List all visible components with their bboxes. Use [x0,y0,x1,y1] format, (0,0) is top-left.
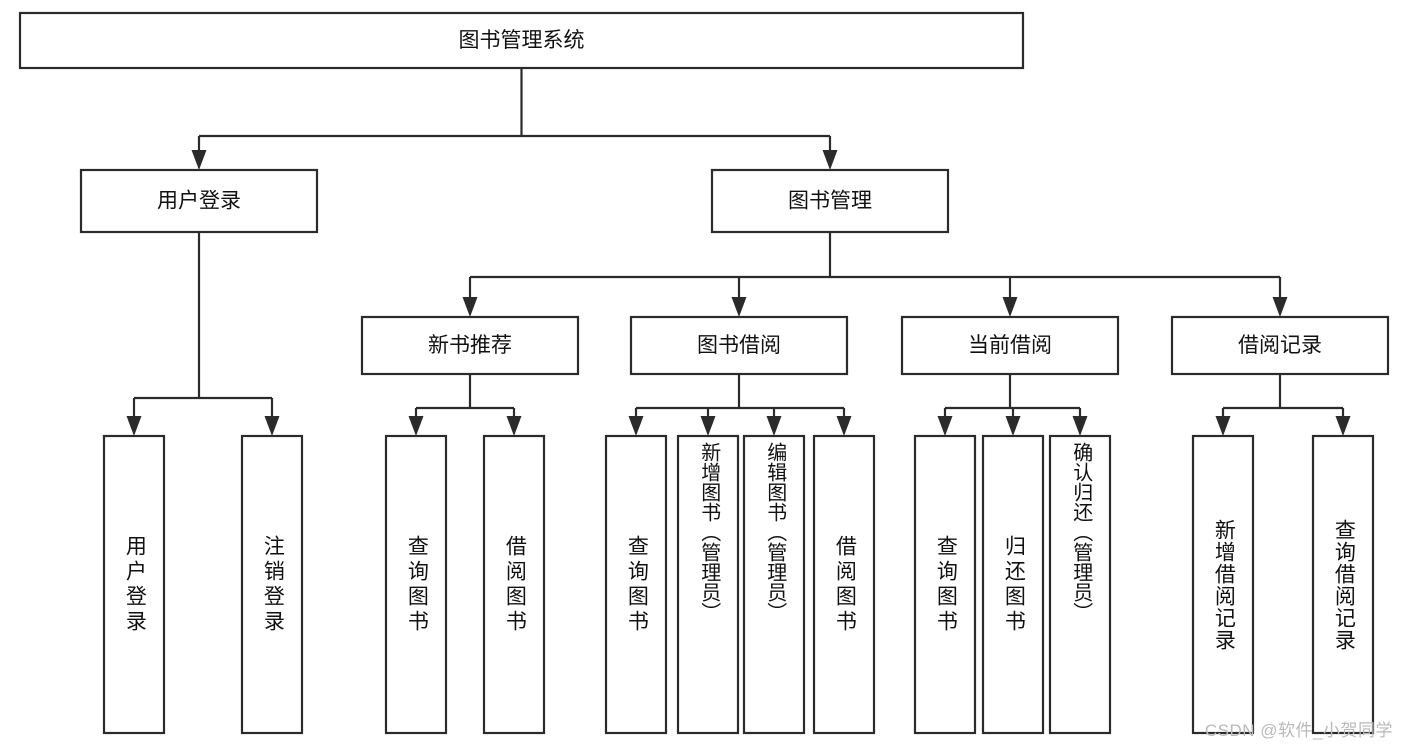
node-label-borrow-record: 借阅记录 [1238,334,1322,357]
node-box-leaf-user-login [102,434,166,735]
arrow-head-book-borrow-to-leaf-query-book-2 [628,416,644,436]
node-label-book-borrow: 图书借阅 [697,334,781,357]
node-leaf-borrow-book-1[interactable] [482,434,546,735]
node-box-leaf-query-record [1311,434,1375,735]
node-box-leaf-borrow-book-1 [482,434,546,735]
arrow-head-borrow-record-to-leaf-query-record [1335,416,1351,436]
arrow-head-root-to-book-manage [822,150,838,170]
node-borrow-record[interactable]: 借阅记录 [1170,315,1390,376]
node-leaf-query-book-3[interactable] [913,434,977,735]
node-leaf-add-record[interactable] [1191,434,1255,735]
arrow-head-borrow-record-to-leaf-add-record [1215,416,1231,436]
node-leaf-query-book-1[interactable] [384,434,448,735]
node-leaf-query-record[interactable] [1311,434,1375,735]
node-box-leaf-logout [240,434,304,735]
node-box-leaf-edit-book [742,434,806,735]
node-box-leaf-add-record [1191,434,1255,735]
node-box-leaf-query-book-1 [384,434,448,735]
arrow-head-bm-to-new-book-rec [462,297,478,317]
node-box-leaf-query-book-3 [913,434,977,735]
arrow-head-book-borrow-to-leaf-edit-book [766,416,782,436]
node-box-user-login [79,168,319,234]
node-box-new-book-rec [360,315,580,376]
node-leaf-return-book[interactable] [981,434,1045,735]
node-current-borrow[interactable]: 当前借阅 [900,315,1120,376]
node-box-leaf-query-book-2 [604,434,668,735]
node-box-root [18,11,1025,70]
arrow-head-book-borrow-to-leaf-borrow-book-2 [836,416,852,436]
arrow-head-bm-to-borrow-record [1272,297,1288,317]
arrow-head-book-borrow-to-leaf-add-book [700,416,716,436]
arrow-head-user-login-to-leaf-logout [264,416,280,436]
arrow-head-current-borrow-to-leaf-confirm-return [1072,416,1088,436]
node-leaf-add-book[interactable] [676,434,740,735]
node-label-new-book-rec: 新书推荐 [428,334,512,357]
arrow-head-bm-to-book-borrow [731,297,747,317]
node-box-leaf-add-book [676,434,740,735]
node-leaf-user-login[interactable] [102,434,166,735]
node-box-leaf-borrow-book-2 [812,434,876,735]
arrow-head-current-borrow-to-leaf-query-book-3 [937,416,953,436]
node-box-book-borrow [629,315,849,376]
node-book-borrow[interactable]: 图书借阅 [629,315,849,376]
edges-layer [126,68,1351,436]
node-label-current-borrow: 当前借阅 [968,334,1052,357]
arrow-head-bm-to-current-borrow [1002,297,1018,317]
node-leaf-query-book-2[interactable] [604,434,668,735]
node-label-book-manage: 图书管理 [788,190,872,213]
watermark-text: CSDN @软件_小贺同学 [1204,721,1393,740]
node-root[interactable]: 图书管理系统 [18,11,1025,70]
node-new-book-rec[interactable]: 新书推荐 [360,315,580,376]
node-box-book-manage [710,168,950,234]
node-box-borrow-record [1170,315,1390,376]
node-leaf-confirm-return[interactable] [1048,434,1112,735]
arrow-head-current-borrow-to-leaf-return-book [1005,416,1021,436]
arrow-head-user-login-to-leaf-user-login [126,416,142,436]
arrow-head-new-book-rec-to-leaf-query-book-1 [408,416,424,436]
node-label-user-login: 用户登录 [157,190,241,213]
node-user-login[interactable]: 用户登录 [79,168,319,234]
arrow-head-root-to-user-login [191,150,207,170]
node-leaf-borrow-book-2[interactable] [812,434,876,735]
arrow-head-new-book-rec-to-leaf-borrow-book-1 [506,416,522,436]
node-box-leaf-confirm-return [1048,434,1112,735]
node-box-current-borrow [900,315,1120,376]
node-label-root: 图书管理系统 [459,29,585,52]
node-leaf-edit-book[interactable] [742,434,806,735]
node-box-leaf-return-book [981,434,1045,735]
node-leaf-logout[interactable] [240,434,304,735]
node-book-manage[interactable]: 图书管理 [710,168,950,234]
